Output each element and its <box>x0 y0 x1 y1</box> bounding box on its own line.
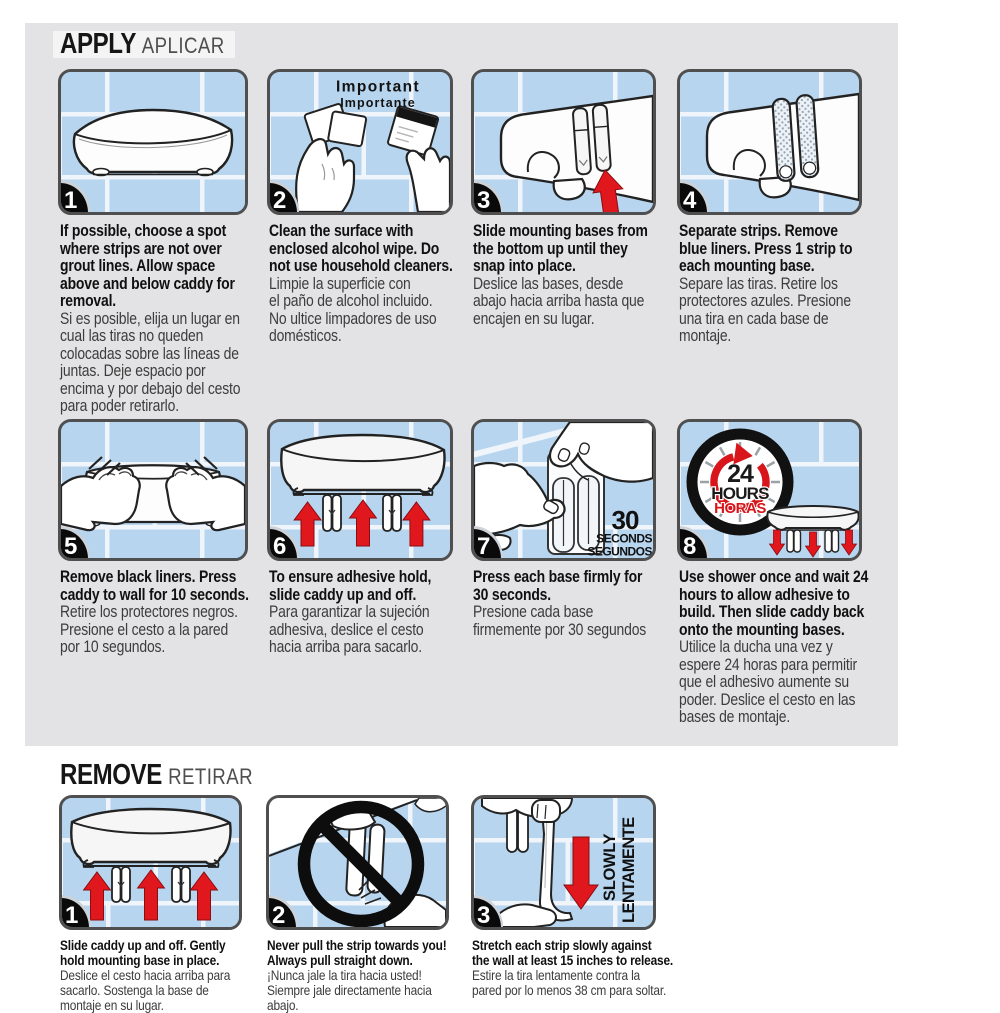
svg-text:Importante: Importante <box>340 96 416 110</box>
svg-text:Important: Important <box>336 79 420 96</box>
svg-text:SECONDS: SECONDS <box>596 532 652 546</box>
svg-text:HOURS: HOURS <box>711 484 769 503</box>
svg-text:24: 24 <box>727 460 754 488</box>
svg-text:LENTAMENTE: LENTAMENTE <box>620 817 638 923</box>
svg-text:30: 30 <box>612 505 639 535</box>
svg-text:SEGUNDOS: SEGUNDOS <box>587 545 652 559</box>
svg-text:SLOWLY: SLOWLY <box>601 833 619 901</box>
svg-text:HORAS: HORAS <box>714 500 766 517</box>
